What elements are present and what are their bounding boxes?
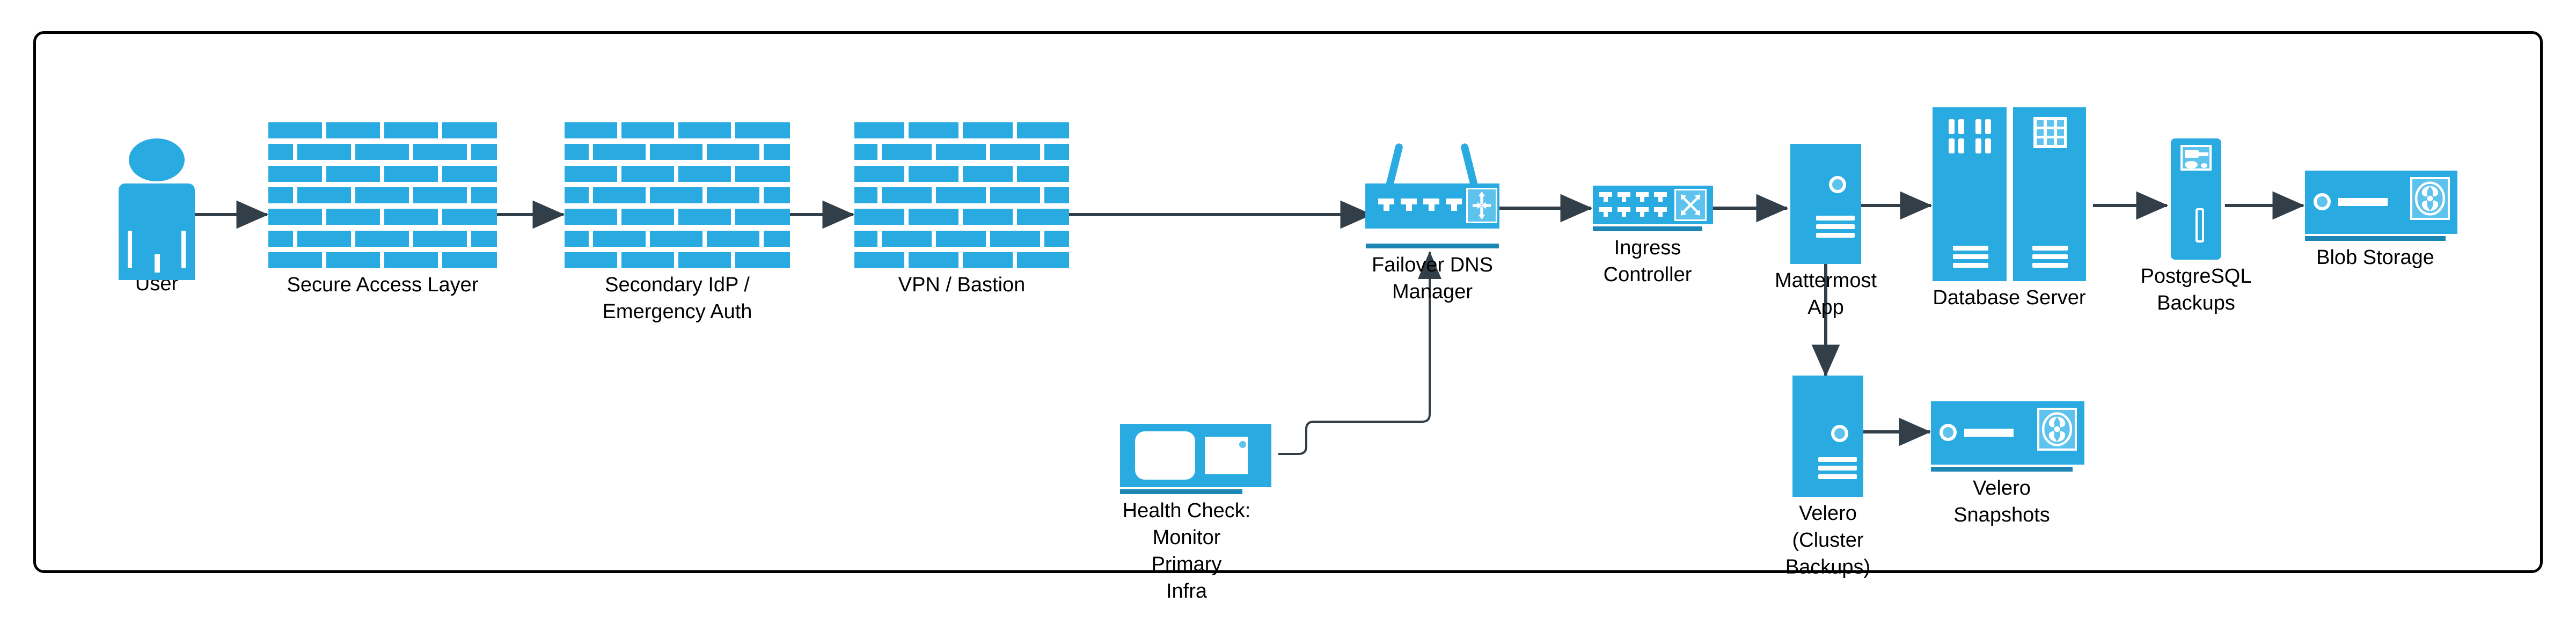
node-health-check-underbar: [1120, 489, 1242, 494]
node-vpn-bastion[interactable]: VPN / Bastion: [853, 122, 1070, 298]
node-velero[interactable]: Velero (Cluster Backups): [1785, 376, 1870, 580]
node-vpn-bastion-label: VPN / Bastion: [898, 274, 1026, 296]
monitor-icon: [1120, 424, 1271, 487]
node-ingress[interactable]: Ingress Controller: [1589, 186, 1717, 288]
firewall-brick-icon: [854, 122, 1069, 268]
node-ingress-label: Ingress Controller: [1603, 237, 1692, 286]
node-secondary-idp[interactable]: Secondary IdP / Emergency Auth: [564, 122, 791, 325]
node-health-check-label: Health Check: Monitor Primary Infra: [1122, 499, 1251, 603]
node-database-label: Database Server: [1933, 286, 2086, 309]
node-secondary-idp-label: Secondary IdP / Emergency Auth: [602, 274, 752, 324]
switch-crossing-badge: [1674, 189, 1707, 221]
person-icon: [103, 135, 210, 280]
storage-tower-icon: [2171, 138, 2221, 260]
server-tower-icon: [1792, 376, 1863, 497]
node-database[interactable]: Database Server: [1931, 107, 2088, 311]
disc-badge: [2037, 408, 2077, 451]
disc-badge: [2410, 177, 2450, 220]
node-blob-storage[interactable]: Blob Storage: [2303, 171, 2459, 271]
disk-array-icon: [1931, 401, 2084, 465]
node-mattermost[interactable]: Mattermost App: [1775, 144, 1877, 321]
node-failover-dns[interactable]: Failover DNS Manager: [1363, 138, 1524, 305]
disk-array-icon: [2305, 171, 2457, 234]
node-mattermost-label: Mattermost App: [1774, 269, 1877, 319]
node-failover-dns-label: Failover DNS Manager: [1372, 254, 1493, 304]
node-blob-storage-label: Blob Storage: [2316, 246, 2434, 269]
node-failover-dns-underbar: [1366, 244, 1499, 248]
node-velero-label: Velero (Cluster Backups): [1785, 502, 1871, 579]
node-postgres-backups-label: PostgreSQL Backups: [2140, 265, 2252, 315]
node-ingress-underbar: [1593, 226, 1702, 231]
server-tower-icon: [1790, 144, 1861, 264]
node-health-check[interactable]: Health Check: Monitor Primary Infra: [1115, 424, 1276, 605]
diagram-frame-border: [33, 31, 2543, 573]
wireless-router-icon: [1365, 138, 1522, 241]
node-velero-snapshots-underbar: [1931, 467, 2073, 472]
network-switch-icon: [1593, 186, 1713, 224]
rack-column-left: [1933, 107, 2007, 281]
node-secure-access[interactable]: Secure Access Layer: [267, 122, 498, 298]
node-secure-access-label: Secure Access Layer: [287, 274, 479, 296]
node-postgres-backups[interactable]: PostgreSQL Backups: [2141, 138, 2252, 317]
node-velero-snapshots[interactable]: Velero Snapshots: [1930, 401, 2085, 528]
router-direction-badge: [1466, 188, 1497, 223]
firewall-brick-icon: [268, 122, 497, 268]
node-user[interactable]: User: [103, 135, 210, 297]
node-blob-storage-underbar: [2305, 236, 2446, 241]
firewall-brick-icon: [565, 122, 790, 268]
node-velero-snapshots-label: Velero Snapshots: [1953, 477, 2050, 527]
server-rack-icon: [1933, 107, 2086, 281]
